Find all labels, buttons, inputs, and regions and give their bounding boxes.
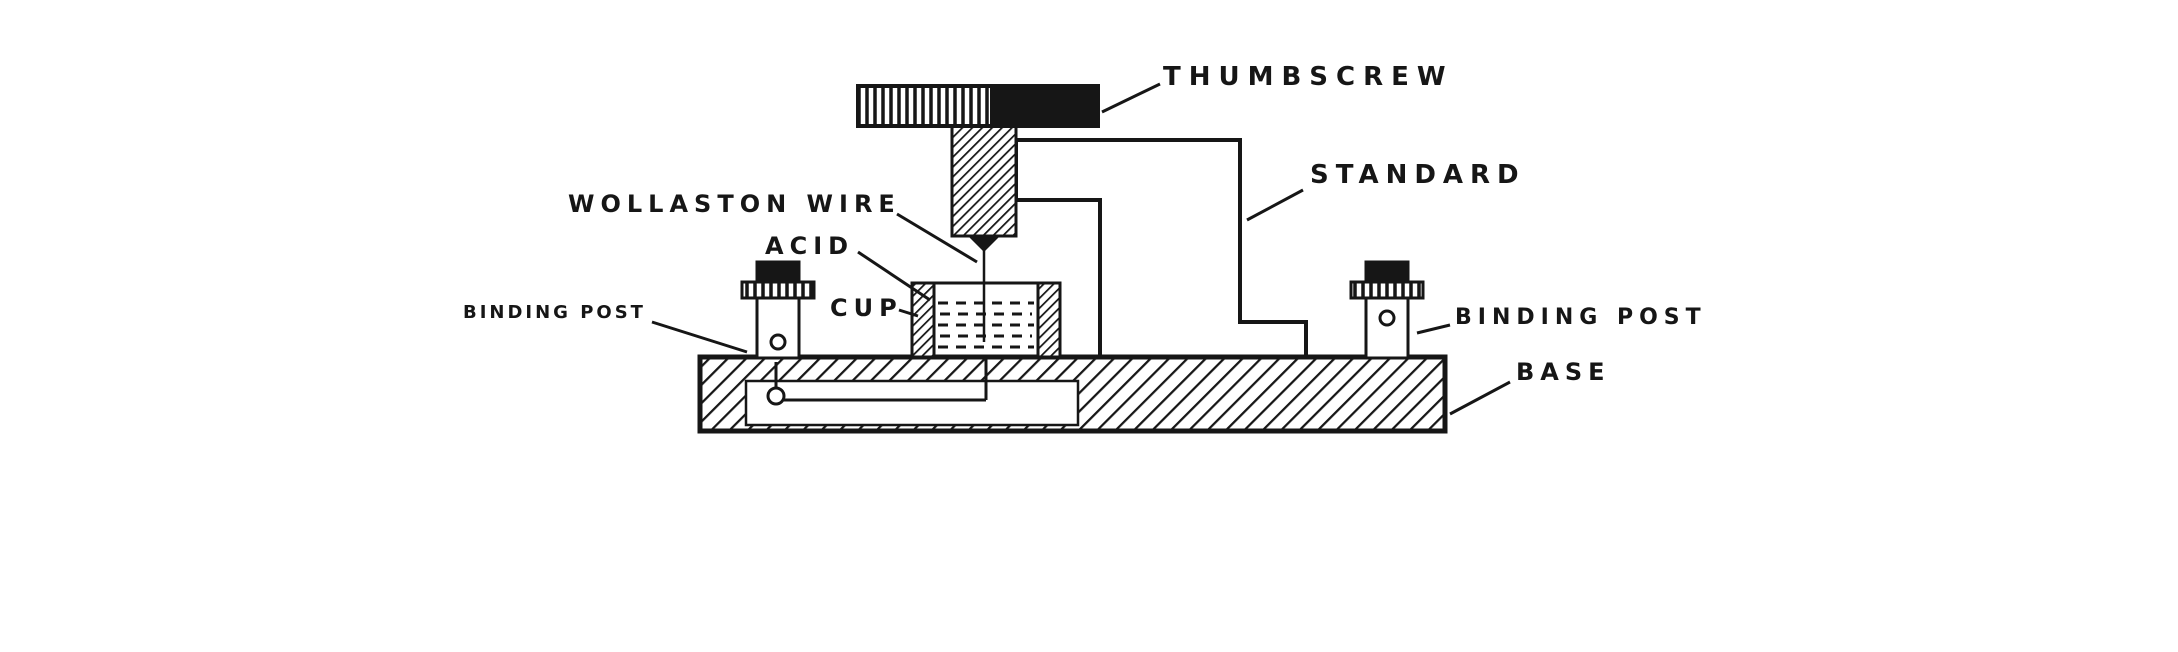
adjusting-screw-shaft — [950, 122, 1018, 252]
acid-liquid — [938, 301, 1034, 349]
label-acid: ACID — [765, 232, 855, 260]
thumbscrew-shape — [856, 84, 1100, 128]
cup-shape — [910, 281, 1062, 359]
label-wollaston-wire: WOLLASTON WIRE — [568, 190, 901, 218]
thumbscrew-leader-line — [1101, 82, 1161, 114]
label-standard: STANDARD — [1310, 160, 1526, 190]
internal-wire — [766, 357, 988, 406]
standard-leader-line — [1246, 188, 1304, 222]
label-cup: CUP — [830, 294, 903, 322]
label-thumbscrew: THUMBSCREW — [1163, 62, 1454, 92]
binding-post-left-shape — [740, 260, 816, 360]
cup-leader-line — [898, 308, 919, 318]
acid-leader-line — [857, 250, 931, 302]
binding-post-right-shape — [1349, 260, 1425, 360]
binding-post-left-leader-line — [651, 320, 748, 354]
base-cutout — [744, 379, 1080, 427]
label-binding-post-left: BINDING POST — [463, 302, 646, 323]
label-base: BASE — [1516, 358, 1611, 386]
label-binding-post-right: BINDING POST — [1455, 305, 1707, 330]
leader-lines — [651, 82, 1511, 416]
wollaston-wire-leader-line — [896, 212, 978, 264]
base-slab — [697, 354, 1448, 434]
binding-post-right-leader-line — [1416, 323, 1451, 335]
base-leader-line — [1449, 380, 1511, 416]
